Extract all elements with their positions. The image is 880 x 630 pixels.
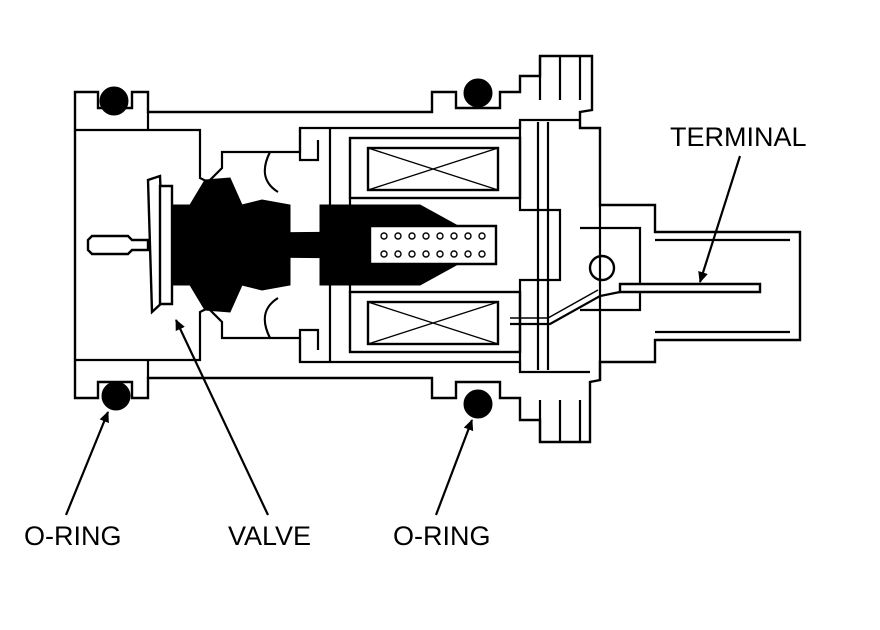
spring [368,224,498,266]
label-terminal: TERMINAL [670,122,807,152]
callout-leaders [64,155,742,516]
leader-o-ring-left [64,411,110,516]
leader-o-ring-right [434,419,474,516]
label-valve: VALVE [228,521,312,551]
solenoid-coil [328,122,562,370]
o-ring-seals [99,78,493,419]
leader-valve [175,319,269,516]
label-o-ring-left: O-RING [24,521,122,551]
terminal-connector [510,56,790,442]
valve-plunger [86,174,498,315]
label-o-ring-right: O-RING [393,521,491,551]
leader-terminal [698,155,742,283]
